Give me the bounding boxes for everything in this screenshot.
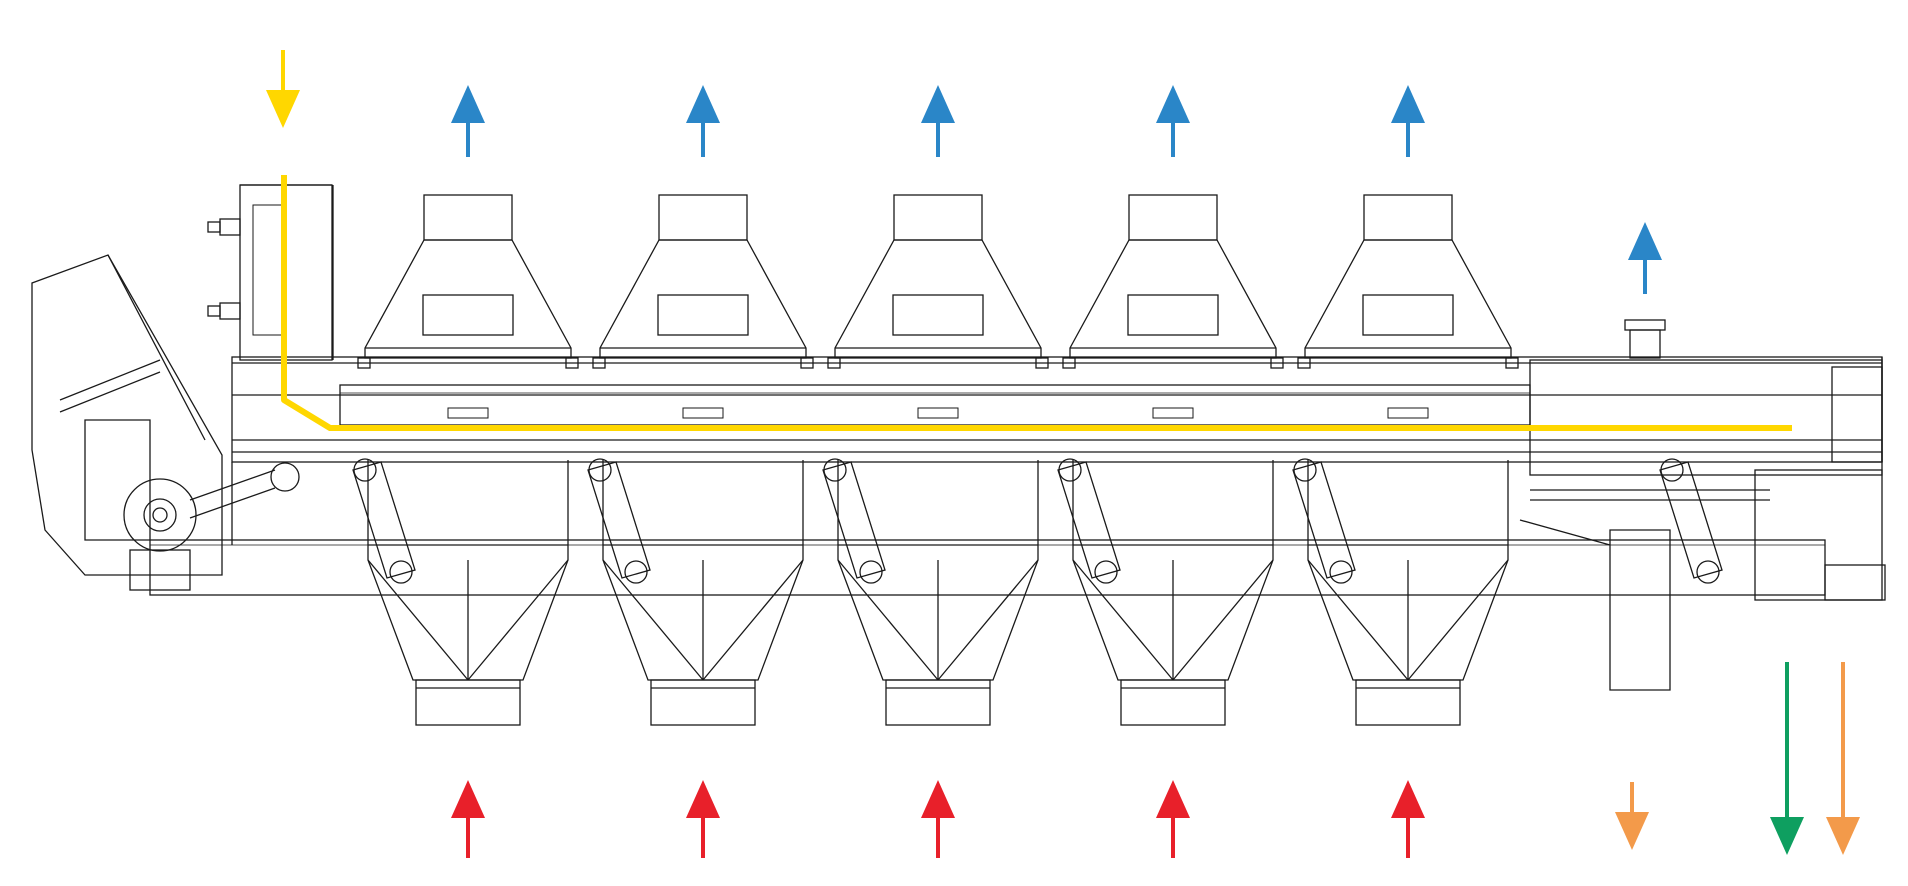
discharge-link [1659, 458, 1723, 584]
hood-window [422, 294, 514, 336]
outlet-arrow-2 [1770, 662, 1804, 855]
inspection-plate [682, 407, 724, 419]
discharge-section [1529, 359, 1883, 476]
sensor-lower [207, 302, 241, 320]
oscillating-link [352, 461, 416, 579]
air-in-arrow-5 [1391, 780, 1425, 858]
oscillating-link [1057, 461, 1121, 579]
drive-motor [123, 462, 300, 591]
hood-window [1362, 294, 1454, 336]
exhaust-hood [1069, 239, 1277, 359]
air-sections [352, 194, 1723, 726]
hood-window [1127, 294, 1219, 336]
outlet-arrow-2-head [1770, 817, 1804, 855]
air-inlet-duct [415, 679, 521, 726]
outlet-arrow-3-head [1826, 817, 1860, 855]
vent-stub [1629, 329, 1661, 359]
air-section-2 [587, 194, 814, 726]
outlet-arrow-1 [1615, 782, 1649, 850]
air-inlet-duct [885, 679, 991, 726]
air-out-arrow-2 [686, 85, 720, 157]
inspection-plate [917, 407, 959, 419]
air-out-arrow-1 [451, 85, 485, 157]
product-path [281, 175, 1792, 431]
inclined-hood [31, 254, 223, 576]
exhaust-hood [599, 239, 807, 359]
air-in-arrow-3-head [921, 780, 955, 818]
deck-frame [339, 384, 1531, 426]
air-section-3 [822, 194, 1049, 726]
air-out-arrow-1-head [451, 85, 485, 123]
air-out-arrow-3 [921, 85, 955, 157]
air-in-arrow-4-head [1156, 780, 1190, 818]
oscillating-link [822, 461, 886, 579]
product-inlet-arrow-head [266, 90, 300, 128]
exhaust-hood [364, 239, 572, 359]
air-out-arrow-6 [1628, 222, 1662, 294]
air-in-arrow-1-head [451, 780, 485, 818]
air-out-arrow-6-head [1628, 222, 1662, 260]
inspection-plate [1152, 407, 1194, 419]
air-in-arrow-5-head [1391, 780, 1425, 818]
inspection-plate [1387, 407, 1429, 419]
air-in-arrow-3 [921, 780, 955, 858]
air-in-arrow-2 [686, 780, 720, 858]
machine-outline [31, 184, 1886, 691]
air-inlet-duct [1355, 679, 1461, 726]
product-inlet-arrow [266, 50, 300, 128]
outlet-chute [1609, 529, 1671, 691]
air-out-arrow-2-head [686, 85, 720, 123]
outlet-arrow-3 [1826, 662, 1860, 855]
exhaust-duct [1363, 194, 1453, 241]
exhaust-duct [423, 194, 513, 241]
outlet-arrow-1-head [1615, 812, 1649, 850]
air-section-4 [1057, 194, 1284, 726]
air-in-arrow-4 [1156, 780, 1190, 858]
exhaust-hood [1304, 239, 1512, 359]
air-in-arrow-2-head [686, 780, 720, 818]
air-out-arrow-4 [1156, 85, 1190, 157]
inspection-plate [447, 407, 489, 419]
oscillating-link [1292, 461, 1356, 579]
air-out-arrow-5 [1391, 85, 1425, 157]
air-section-1 [352, 194, 579, 726]
hood-window [657, 294, 749, 336]
air-out-arrow-3-head [921, 85, 955, 123]
flow-arrows [266, 50, 1860, 858]
main-frame [231, 356, 1883, 463]
base-frame [149, 539, 1826, 596]
air-out-arrow-5-head [1391, 85, 1425, 123]
hood-window [892, 294, 984, 336]
air-in-arrow-1 [451, 780, 485, 858]
exhaust-duct [893, 194, 983, 241]
exhaust-duct [1128, 194, 1218, 241]
air-inlet-duct [650, 679, 756, 726]
air-section-5 [1292, 194, 1519, 726]
oscillating-link [587, 461, 651, 579]
air-inlet-duct [1120, 679, 1226, 726]
exhaust-duct [658, 194, 748, 241]
sensor-upper [207, 218, 241, 236]
air-out-arrow-4-head [1156, 85, 1190, 123]
exhaust-hood [834, 239, 1042, 359]
